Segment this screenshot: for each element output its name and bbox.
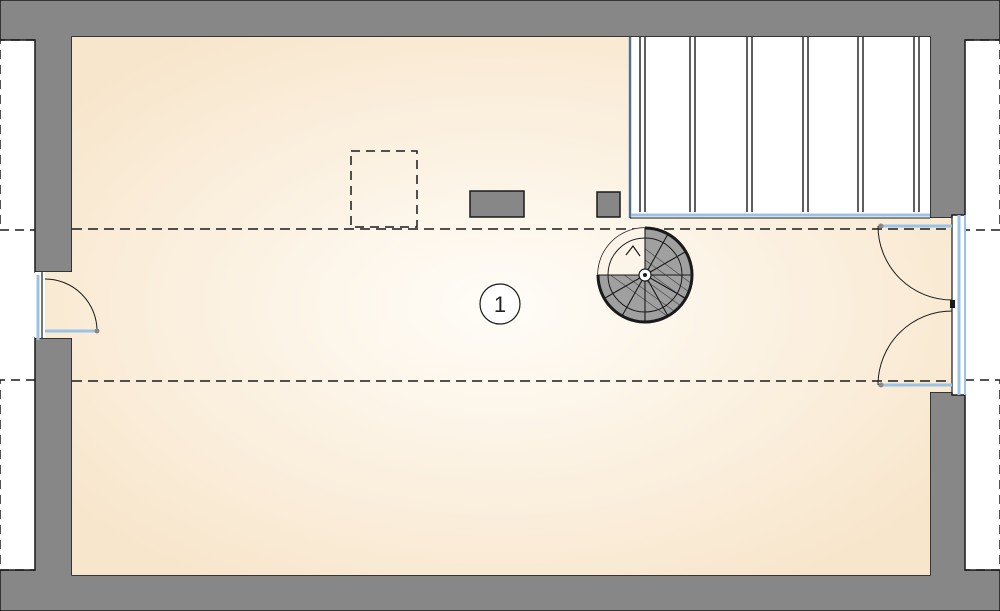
room-number-tag-icon: 1 xyxy=(479,283,521,325)
roof-overhang-left xyxy=(0,39,35,571)
roof-overhang-right xyxy=(965,39,1000,571)
door-swing-icon xyxy=(35,272,100,340)
railing-void xyxy=(628,37,930,219)
dashed-hatch-outline xyxy=(350,150,418,228)
roof-slope-lines xyxy=(72,228,952,382)
column-block xyxy=(596,191,621,218)
balcony-door-swing-icon xyxy=(877,215,966,395)
spiral-staircase-icon xyxy=(596,226,694,324)
chimney-block xyxy=(469,190,525,218)
room-number-label: 1 xyxy=(494,292,506,317)
